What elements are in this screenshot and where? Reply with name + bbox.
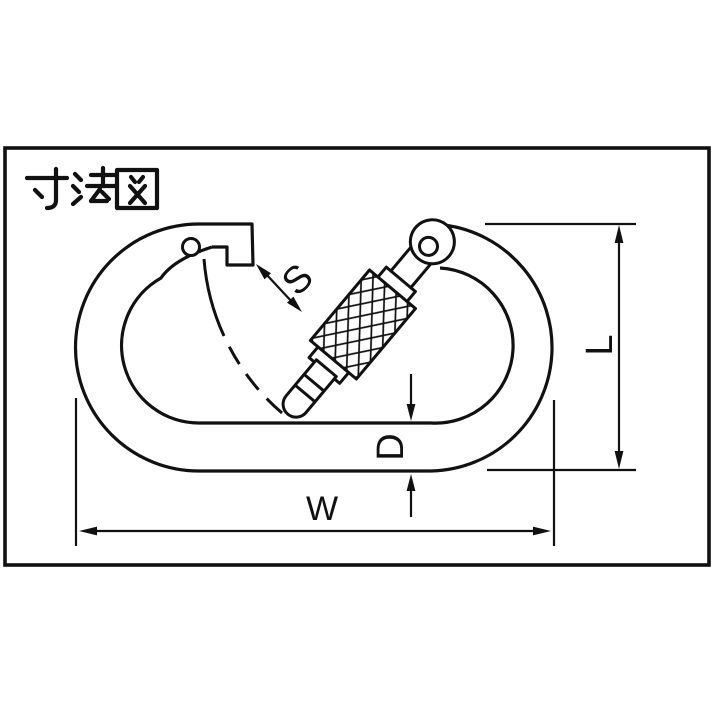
arrowhead	[533, 526, 551, 536]
knurled-sleeve	[308, 268, 417, 381]
body-inner-contour	[119, 245, 515, 425]
nose-pin-hole	[181, 237, 201, 257]
kanji-hou	[70, 165, 120, 207]
label-w: W	[306, 490, 338, 528]
carabiner-body	[73, 222, 554, 473]
gate-swing-arc	[202, 258, 283, 415]
dimension-w: W	[74, 398, 556, 546]
arrowhead	[406, 474, 416, 491]
label-d: D	[370, 433, 412, 460]
arrowhead	[614, 225, 624, 243]
title-kanji-art	[24, 165, 160, 211]
threaded-tip	[281, 358, 338, 419]
dimension-d: D	[370, 374, 416, 517]
body-outer-contour	[73, 222, 554, 473]
arrowhead	[406, 404, 416, 421]
thread-lines	[294, 373, 326, 403]
arrowhead	[79, 526, 97, 536]
kanji-sun	[24, 166, 70, 211]
label-l: L	[579, 334, 621, 355]
hinge-pin-hole	[418, 235, 440, 257]
arrowhead	[256, 264, 271, 280]
arrowhead	[614, 451, 624, 469]
kanji-zu	[114, 167, 160, 211]
dimension-l: L	[485, 222, 636, 472]
arrowhead	[287, 296, 302, 312]
gate-assembly	[281, 218, 456, 419]
